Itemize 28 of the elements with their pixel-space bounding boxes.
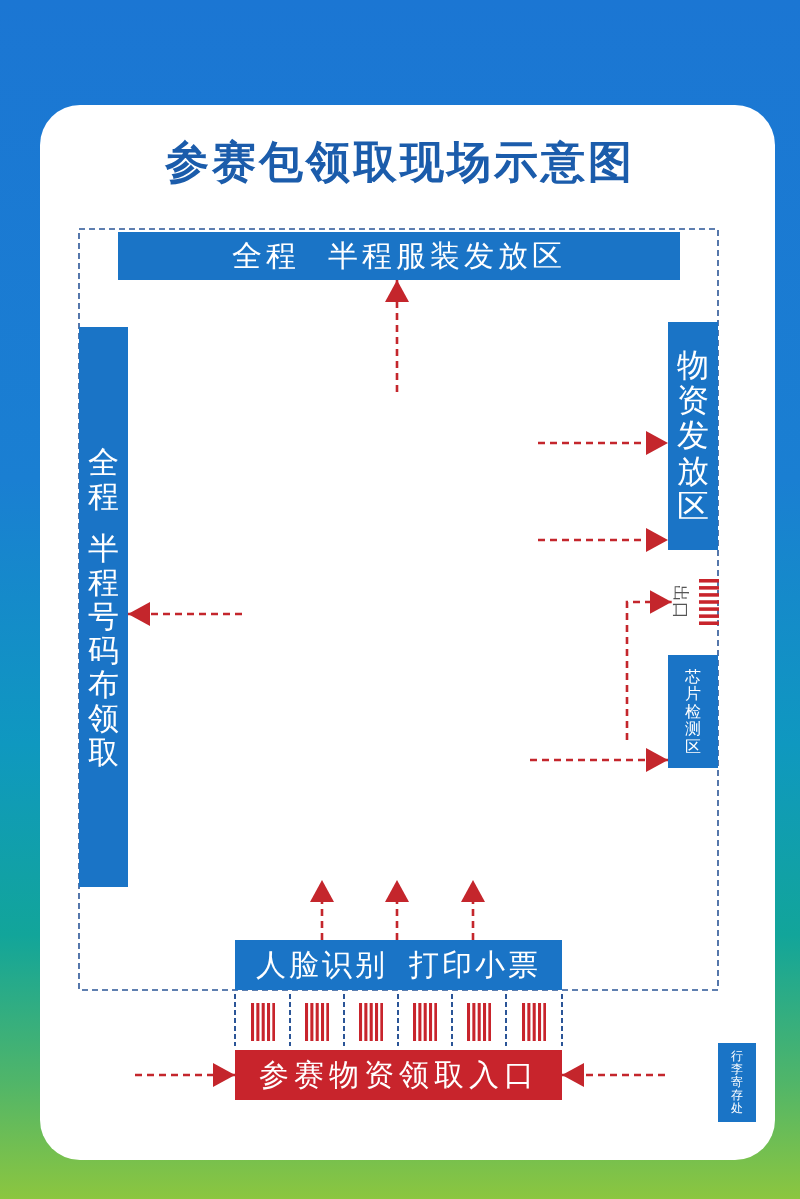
flow-arrow — [462, 880, 484, 940]
diagram-title: 参赛包领取现场示意图 — [165, 136, 635, 187]
flow-arrow — [625, 591, 672, 740]
zone-label: 人脸识别 打印小票 — [256, 947, 541, 983]
entrance-banner — [235, 1050, 562, 1100]
bib-pickup-banner — [79, 327, 128, 887]
zone-label: 全程 — [88, 444, 119, 513]
luggage-storage-banner — [718, 1043, 756, 1122]
chip-check-banner — [668, 655, 718, 768]
exit-label: 出口 — [671, 585, 691, 619]
supplies-zone-banner — [668, 322, 718, 550]
flow-arrow — [128, 603, 242, 625]
flow-arrow — [135, 1064, 235, 1086]
flow-arrow — [538, 432, 668, 454]
zone-label: 芯片检测区 — [685, 667, 701, 756]
clothing-zone-banner — [118, 232, 680, 280]
zone-label: 行李寄存处 — [731, 1049, 743, 1116]
flow-arrow — [562, 1064, 665, 1086]
flow-arrow — [311, 880, 333, 940]
flow-arrow — [386, 880, 408, 940]
zone-label: 半程号码布领取 — [88, 530, 119, 770]
flow-arrow — [530, 749, 668, 771]
flow-arrow — [538, 529, 668, 551]
zone-label: 全程 半程服装发放区 — [232, 238, 566, 274]
flow-arrow — [386, 280, 408, 392]
zone-label: 物资发放区 — [677, 348, 709, 524]
zone-label: 参赛物资领取入口 — [258, 1057, 539, 1093]
face-check-banner — [235, 940, 562, 990]
